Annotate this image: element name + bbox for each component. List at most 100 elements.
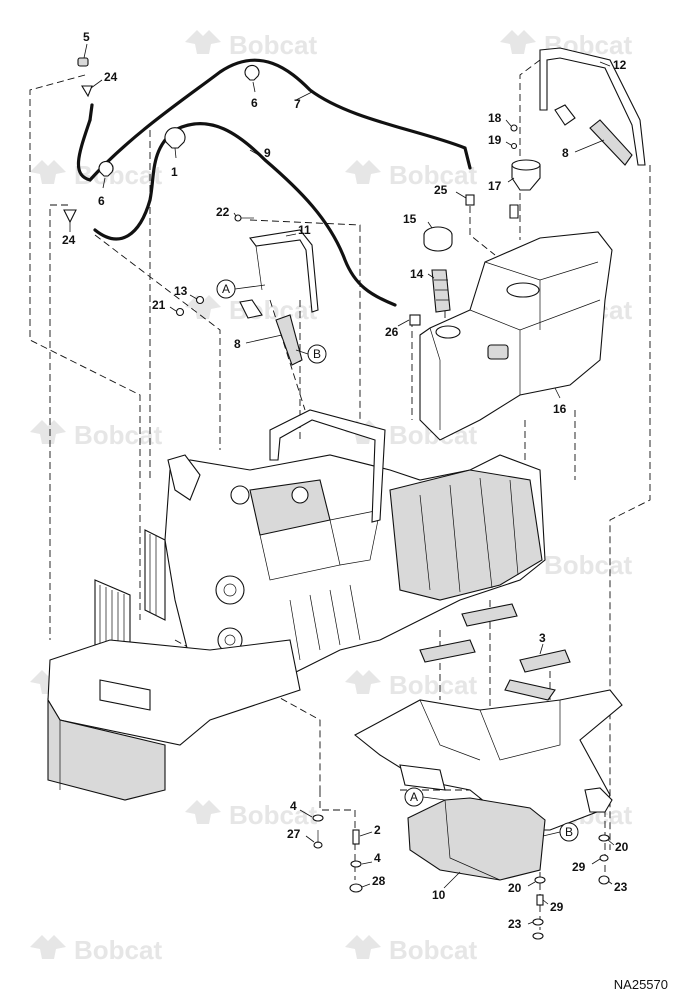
reference-marker: A [404, 787, 446, 807]
watermark: Bobcat [185, 800, 317, 830]
callout-9: 9 [249, 146, 271, 160]
watermark: Bobcat [30, 935, 162, 965]
pad-3-a [419, 639, 476, 663]
svg-text:14: 14 [410, 267, 424, 281]
svg-text:8: 8 [562, 146, 569, 160]
lower-assembly [354, 603, 623, 881]
callout-4-right: 4 [361, 851, 381, 865]
stud-2 [352, 829, 360, 845]
svg-text:24: 24 [104, 70, 118, 84]
watermark: Bobcat [345, 670, 477, 700]
callout-12: 12 [599, 58, 627, 72]
bolt-27 [313, 830, 323, 849]
pad-3-b [461, 603, 518, 627]
clamp-5 [77, 57, 89, 67]
svg-text:8: 8 [234, 337, 241, 351]
fuel-hose-7 [76, 58, 472, 182]
svg-text:22: 22 [216, 205, 230, 219]
bolt-29-right [599, 854, 609, 862]
svg-text:15: 15 [403, 212, 417, 226]
callout-15: 15 [403, 212, 433, 229]
bobcat-logo-icon [345, 160, 381, 184]
bolt-22 [234, 214, 254, 222]
callout-1: 1 [171, 147, 178, 179]
svg-text:16: 16 [553, 402, 567, 416]
svg-text:6: 6 [251, 96, 258, 110]
reference-marker: B [542, 822, 579, 842]
callout-29-right: 29 [572, 858, 601, 874]
fuel-tank-assembly [419, 159, 613, 441]
nut-23-right [598, 875, 610, 885]
watermark: Bobcat [185, 30, 317, 60]
washer-13 [195, 295, 205, 305]
washer-4-left [312, 814, 324, 822]
machine-frame [47, 639, 301, 801]
watermark-text: Bobcat [229, 800, 317, 830]
callout-6-lower: 6 [98, 177, 106, 208]
callout-26: 26 [385, 319, 410, 339]
svg-text:29: 29 [550, 900, 564, 914]
clamp-1 [164, 127, 186, 149]
svg-text:2: 2 [374, 823, 381, 837]
nut-28 [349, 883, 363, 893]
callout-28: 28 [361, 874, 386, 888]
bobcat-logo-icon [185, 800, 221, 824]
svg-text:27: 27 [287, 827, 301, 841]
callout-20-right: 20 [607, 839, 629, 854]
bracket-12 [539, 47, 646, 166]
callout-6-upper: 6 [251, 81, 258, 110]
svg-text:10: 10 [432, 888, 446, 902]
svg-text:23: 23 [508, 917, 522, 931]
fuel-tank-16 [419, 231, 613, 441]
svg-text:B: B [313, 347, 321, 361]
watermark-text: Bobcat [74, 160, 162, 190]
callout-17: 17 [488, 177, 515, 193]
callout-23-right: 23 [607, 880, 628, 894]
callout-16: 16 [553, 387, 567, 416]
svg-text:12: 12 [613, 58, 627, 72]
filter-neck-14 [431, 269, 451, 313]
fuel-tank-brackets [239, 47, 646, 366]
svg-text:7: 7 [294, 97, 301, 111]
transmission-housing [389, 469, 543, 601]
reference-marker: B [295, 344, 327, 364]
svg-text:A: A [222, 282, 230, 296]
bobcat-logo-icon [345, 670, 381, 694]
fitting-25 [465, 194, 475, 206]
nut-23-lower [532, 918, 544, 940]
svg-text:19: 19 [488, 133, 502, 147]
callout-10: 10 [432, 871, 461, 902]
watermark: Bobcat [345, 935, 477, 965]
svg-text:28: 28 [372, 874, 386, 888]
clamp-6-upper [244, 64, 260, 81]
watermark-text: Bobcat [389, 670, 477, 700]
clip-lower [239, 299, 263, 319]
cooler-assembly [94, 529, 166, 666]
svg-text:18: 18 [488, 111, 502, 125]
nut-21 [175, 307, 185, 317]
screw-18 [510, 124, 518, 132]
callout-8-lower: 8 [234, 334, 283, 351]
hose-end [88, 103, 94, 122]
svg-text:17: 17 [488, 179, 502, 193]
pad-3-c [519, 649, 571, 673]
callout-8-upper: 8 [562, 139, 605, 160]
bobcat-logo-icon [185, 295, 221, 319]
svg-text:1: 1 [171, 165, 178, 179]
svg-text:29: 29 [572, 860, 586, 874]
svg-text:4: 4 [290, 799, 297, 813]
svg-text:25: 25 [434, 183, 448, 197]
callout-4-left: 4 [290, 799, 313, 818]
fitting-24-top [81, 85, 93, 98]
svg-text:6: 6 [98, 194, 105, 208]
callout-22: 22 [216, 205, 237, 219]
svg-text:B: B [565, 825, 573, 839]
engine-mount-frame [269, 409, 386, 523]
svg-text:26: 26 [385, 325, 399, 339]
pad-3-d [504, 679, 556, 701]
watermark-text: Bobcat [74, 935, 162, 965]
watermark: Bobcat [30, 420, 162, 450]
svg-text:13: 13 [174, 284, 188, 298]
svg-text:21: 21 [152, 298, 166, 312]
